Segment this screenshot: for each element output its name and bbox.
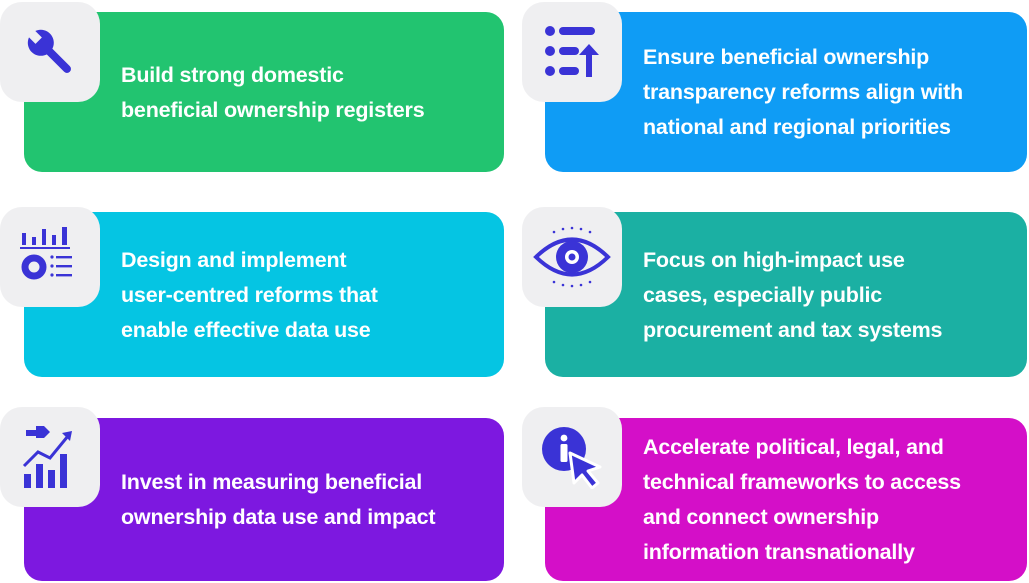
info-cursor-icon	[542, 427, 602, 489]
wrench-icon	[25, 27, 71, 73]
eye-icon	[533, 226, 611, 288]
growth-chart-icon	[22, 426, 72, 488]
card-transnational-frameworks: Accelerate political, legal, and technic…	[545, 418, 1027, 581]
card-build-registers: Build strong domestic beneficial ownersh…	[24, 12, 504, 172]
card-measuring-impact: Invest in measuring beneficial ownership…	[24, 418, 504, 581]
card-text: Build strong domestic beneficial ownersh…	[121, 63, 425, 122]
card-user-centred-reforms: Design and implement user-centred reform…	[24, 212, 504, 377]
card-text: Invest in measuring beneficial ownership…	[121, 470, 436, 529]
card-text: Ensure beneficial ownership transparency…	[643, 45, 963, 139]
icon-tile	[522, 2, 622, 102]
icon-tile	[0, 207, 100, 307]
card-align-priorities: Ensure beneficial ownership transparency…	[545, 12, 1027, 172]
card-high-impact-use-cases: Focus on high-impact use cases, especial…	[545, 212, 1027, 377]
card-text: Design and implement user-centred reform…	[121, 248, 378, 342]
card-text: Focus on high-impact use cases, especial…	[643, 248, 943, 342]
list-upload-icon	[545, 26, 599, 77]
icon-tile	[522, 407, 622, 507]
icon-tile	[0, 407, 100, 507]
icon-tile	[0, 2, 100, 102]
dashboard-chart-icon	[20, 227, 72, 280]
card-text: Accelerate political, legal, and technic…	[643, 435, 961, 564]
icon-tile	[522, 207, 622, 307]
